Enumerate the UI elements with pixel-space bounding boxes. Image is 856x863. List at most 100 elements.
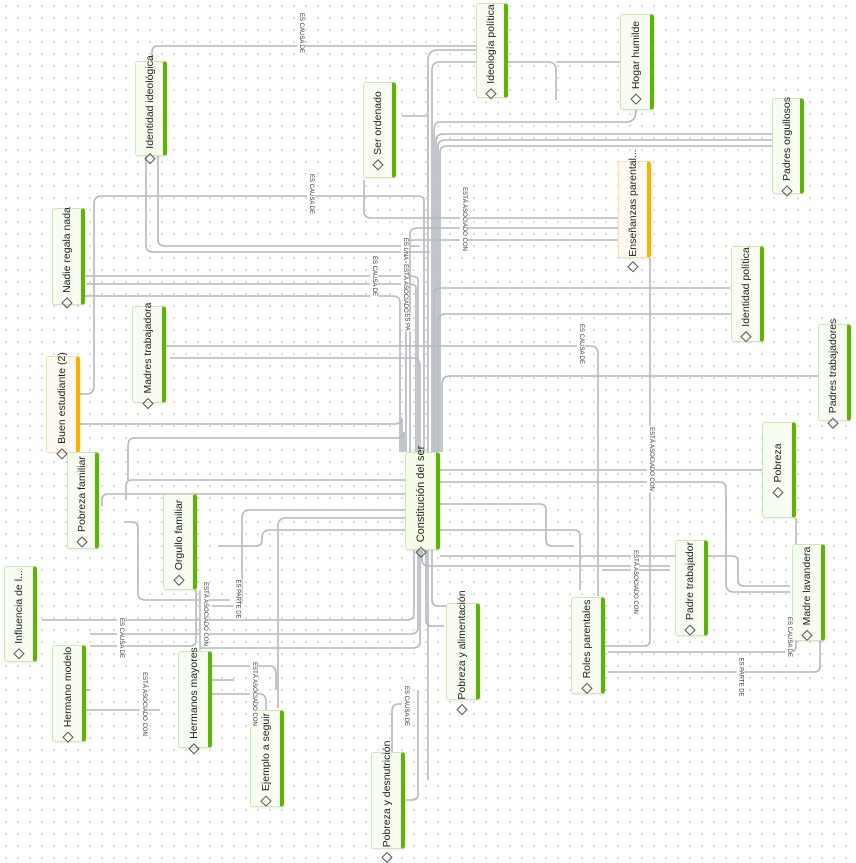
node-label: Buen estudiante (2) bbox=[55, 351, 68, 444]
node-ideologia-politica[interactable]: Ideología política bbox=[476, 3, 508, 99]
node-pobreza-y-alimentacion[interactable]: Pobreza y alimentación bbox=[446, 590, 480, 715]
node-pobreza[interactable]: Pobreza bbox=[762, 422, 796, 518]
node-label: Ser ordenado bbox=[372, 91, 384, 155]
node-label: Hermano modelo bbox=[61, 646, 74, 727]
diamond-icon bbox=[172, 574, 185, 586]
node-nadie-regala-nada[interactable]: Nadie regala nada bbox=[52, 206, 85, 309]
node-pobreza-familiar[interactable]: Pobreza familiar bbox=[67, 452, 99, 549]
diamond-icon bbox=[627, 260, 639, 272]
edge bbox=[439, 145, 772, 452]
node-buen-estudiante[interactable]: Buen estudiante (2) bbox=[46, 352, 80, 459]
edge-label: ES CAUSA DE bbox=[297, 11, 306, 55]
node-padres-trabajadores[interactable]: Padres trabajadores bbox=[818, 318, 851, 429]
node-padre-trabajador[interactable]: Padre trabajador bbox=[675, 540, 708, 636]
edge bbox=[421, 550, 670, 567]
edge-label: ES UNA bbox=[401, 236, 410, 262]
node-ser-ordenado[interactable]: Ser ordenado bbox=[363, 82, 396, 178]
node-label: Orgullo familiar bbox=[172, 499, 185, 571]
edge bbox=[440, 555, 790, 587]
node-hermanos-mayores[interactable]: Hermanos mayores bbox=[178, 647, 212, 754]
node-label: Influencia de l... bbox=[13, 570, 25, 644]
node-label: Madre lavandera bbox=[801, 546, 813, 625]
edge-label: ES CAUSA DE bbox=[577, 322, 586, 366]
edge bbox=[433, 287, 730, 452]
diamond-icon bbox=[372, 159, 384, 171]
node-madre-lavandera[interactable]: Madre lavandera bbox=[792, 544, 825, 641]
edge bbox=[440, 529, 581, 590]
edge bbox=[80, 195, 425, 452]
node-label: Nadie regala nada bbox=[61, 206, 73, 293]
node-hogar-humilde[interactable]: Hogar humilde bbox=[620, 14, 654, 110]
edge bbox=[127, 431, 405, 480]
node-label: Ejemplo a seguir bbox=[259, 712, 272, 791]
diamond-icon bbox=[75, 535, 88, 548]
edge-label: ES PARTE DE bbox=[736, 656, 745, 698]
node-label: Constitución del ser bbox=[415, 445, 427, 543]
diamond-icon bbox=[13, 648, 25, 660]
node-label: Padres trabajadores bbox=[827, 318, 839, 413]
diamond-icon bbox=[771, 486, 784, 499]
edge-label: ES CAUSA DE bbox=[402, 684, 411, 728]
edge bbox=[82, 295, 401, 452]
edge bbox=[145, 156, 430, 253]
node-label: Pobreza y desnutrición bbox=[380, 740, 393, 847]
node-identidad-politica[interactable]: Identidad política bbox=[731, 246, 764, 343]
node-label: Roles parentales bbox=[580, 599, 593, 678]
node-roles-parentales[interactable]: Roles parentales bbox=[571, 597, 605, 694]
edge bbox=[90, 550, 419, 635]
node-constitucion-del-ser[interactable]: Constitución del ser bbox=[405, 446, 440, 558]
diamond-icon bbox=[484, 87, 497, 99]
node-identidad-ideologica[interactable]: Identidad ideológica bbox=[135, 55, 167, 164]
node-orgullo-familiar[interactable]: Orgullo familiar bbox=[163, 494, 197, 590]
node-label: Padre trabajador bbox=[684, 541, 696, 621]
diamond-icon bbox=[141, 397, 154, 409]
edge bbox=[170, 357, 421, 452]
node-label: Enseñanzas parental... bbox=[627, 148, 639, 257]
edge bbox=[125, 479, 405, 500]
diamond-icon bbox=[684, 624, 696, 636]
edge bbox=[200, 550, 421, 649]
node-madres-trabajadora[interactable]: Madres trabajadora bbox=[132, 302, 166, 409]
node-hermano-modelo[interactable]: Hermano modelo bbox=[52, 645, 86, 743]
diamond-icon bbox=[455, 703, 468, 715]
edge-label: ESTÁ ASOCIADO CON bbox=[646, 426, 655, 492]
edge bbox=[212, 665, 277, 690]
edge bbox=[602, 258, 651, 647]
edge-label: ES CAUSA DE bbox=[785, 615, 794, 659]
node-label: Ideología política bbox=[484, 3, 497, 84]
edge bbox=[427, 49, 478, 452]
node-influencia[interactable]: Influencia de l... bbox=[4, 566, 37, 662]
node-label: Padres orgullosos bbox=[780, 96, 793, 182]
node-label: Hogar humilde bbox=[629, 20, 642, 90]
edge bbox=[166, 345, 599, 596]
edge bbox=[101, 493, 405, 506]
edge bbox=[157, 156, 420, 247]
node-label: Identidad política bbox=[740, 247, 752, 327]
node-padres-orgullosos[interactable]: Padres orgullosos bbox=[772, 96, 804, 197]
node-label: Madres trabajadora bbox=[141, 301, 154, 394]
diamond-icon bbox=[415, 546, 427, 558]
diamond-icon bbox=[61, 731, 74, 743]
edge bbox=[431, 61, 557, 452]
edge bbox=[80, 417, 403, 452]
edge-label: ES PARTE DE bbox=[233, 578, 242, 620]
edge bbox=[90, 590, 197, 647]
edge bbox=[42, 550, 415, 621]
edge-label: ESTÁ ASOCIADO CON bbox=[249, 661, 258, 727]
diamond-icon bbox=[780, 185, 793, 197]
diamond-icon bbox=[55, 447, 68, 459]
edge bbox=[440, 481, 790, 593]
node-ensenanzas-parentales[interactable]: Enseñanzas parental... bbox=[618, 149, 651, 272]
diamond-icon bbox=[143, 152, 156, 164]
edge bbox=[406, 690, 419, 801]
diamond-icon bbox=[580, 682, 593, 694]
edge bbox=[82, 275, 419, 452]
edge bbox=[435, 133, 772, 452]
edge-label: ES PA bbox=[402, 312, 411, 332]
edge bbox=[441, 375, 818, 452]
edge-label: ESTÁ ASOCIADO CON bbox=[200, 581, 209, 647]
node-pobreza-y-desnutricion[interactable]: Pobreza y desnutrición bbox=[371, 740, 405, 863]
edge-label: ESTÁ ASOCIADO CON bbox=[139, 671, 148, 737]
